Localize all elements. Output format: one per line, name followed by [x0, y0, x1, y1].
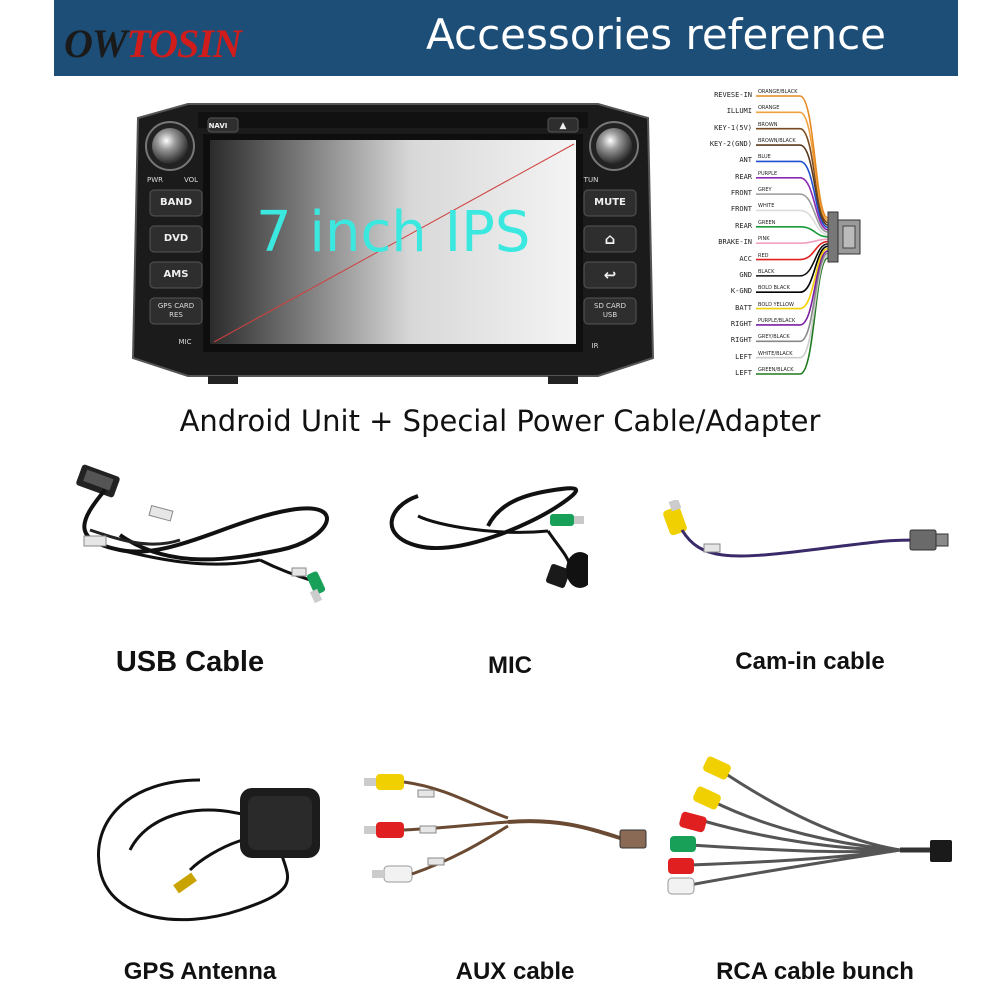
wire-label: FRONT	[730, 205, 752, 214]
sd-card-line1: SD CARD	[594, 302, 626, 310]
ir-sensor-label: IR	[591, 342, 599, 350]
mic-image	[378, 476, 594, 606]
wire-color-name: ORANGE/BLACK	[758, 89, 798, 95]
home-icon[interactable]: ⌂	[604, 230, 616, 248]
wiring-lines	[756, 95, 861, 375]
sd-card-line2: USB	[602, 311, 618, 319]
navi-button[interactable]: NAVI	[208, 122, 228, 130]
wire-color-name: BOLD YELLOW	[758, 301, 794, 308]
wire-line	[756, 226, 829, 238]
wire-color-name: ORANGE	[758, 105, 780, 112]
mute-button[interactable]: MUTE	[594, 197, 626, 208]
wire-label: KEY-2(GND)	[709, 140, 752, 149]
wire-label: BRAKE-IN	[718, 238, 752, 247]
caption-usb-cable: USB Cable	[115, 646, 265, 678]
cam-in-cable-image	[660, 498, 960, 580]
caption-aux-cable: AUX cable	[455, 958, 575, 985]
wire-line	[756, 240, 829, 261]
wire-label: REVESE-IN	[714, 91, 752, 99]
vol-label: VOL	[183, 176, 199, 184]
ams-button[interactable]: AMS	[163, 269, 189, 280]
eject-icon[interactable]: ▲	[559, 121, 567, 131]
wire-line	[756, 95, 829, 219]
tun-label: TUN	[583, 176, 599, 184]
wire-color-name: PINK	[758, 236, 770, 243]
wire-label: ANT	[739, 156, 752, 165]
wire-label: ILLUMI	[726, 107, 752, 116]
brand-prefix: OW	[64, 21, 127, 66]
wire-color-name: GREY	[758, 187, 772, 194]
wire-label: LEFT	[735, 369, 752, 377]
subtitle: Android Unit + Special Power Cable/Adapt…	[179, 404, 821, 438]
wiring-diagram: REVESE-IN ORANGE/BLACK ILLUMI ORANGE KEY-1(5…	[700, 89, 880, 382]
brand-logo: OWTOSIN	[64, 20, 242, 67]
aux-cable-image	[358, 768, 658, 888]
wire-line	[756, 250, 829, 326]
wire-color-name: WHITE	[758, 203, 775, 210]
wire-label: LEFT	[735, 352, 752, 361]
caption-mic: MIC	[488, 652, 532, 679]
wire-line	[756, 176, 829, 231]
wire-color-name: WHITE/BLACK	[758, 350, 793, 357]
wire-color-name: BLACK	[758, 268, 775, 275]
wire-color-name: BOLD BLACK	[758, 285, 790, 292]
wire-color-name: PURPLE/BLACK	[758, 317, 796, 324]
wire-color-name: GREY/BLACK	[758, 334, 790, 341]
wire-label: K-GND	[730, 287, 752, 296]
wire-line	[756, 144, 829, 226]
wire-label: ACC	[739, 254, 752, 263]
wire-label: GND	[739, 270, 752, 279]
caption-rca-cable-bunch: RCA cable bunch	[716, 958, 914, 985]
wire-label: REAR	[735, 221, 752, 230]
gps-card-line1: GPS CARD	[157, 302, 195, 310]
wire-line	[756, 238, 829, 244]
rca-cable-bunch-image	[660, 750, 960, 910]
caption-gps-antenna: GPS Antenna	[123, 958, 277, 985]
wire-color-name: PURPLE	[758, 170, 778, 177]
page-title: Accessories reference	[425, 10, 887, 59]
dvd-button[interactable]: DVD	[163, 233, 189, 244]
wire-label: FRONT	[730, 189, 752, 198]
pwr-label: PWR	[146, 176, 163, 184]
wire-line	[756, 127, 829, 224]
wire-line	[756, 243, 829, 277]
back-icon[interactable]: ↩	[603, 266, 617, 284]
wire-line	[756, 254, 829, 359]
wire-line	[756, 252, 829, 343]
gps-card-line2: RES	[169, 311, 183, 319]
usb-cable-image	[60, 460, 340, 620]
wire-line	[756, 245, 829, 294]
wire-color-name: BROWN/BLACK	[758, 138, 796, 145]
wire-line	[756, 247, 829, 310]
gps-antenna-image	[90, 760, 330, 930]
wire-line	[756, 193, 829, 233]
mic-port-label: MIC	[178, 338, 192, 346]
wire-line	[756, 111, 829, 222]
wire-color-name: BROWN	[758, 121, 778, 128]
wire-label: REAR	[735, 172, 752, 181]
brand-suffix: TOSIN	[126, 21, 241, 66]
wire-label: BATT	[735, 303, 752, 312]
wire-line	[756, 209, 829, 236]
wire-line	[756, 160, 829, 229]
caption-cam-in-cable: Cam-in cable	[735, 648, 885, 675]
wire-label: RIGHT	[730, 336, 752, 345]
head-unit-image	[131, 103, 655, 384]
wire-color-name: GREEN	[758, 219, 776, 226]
header-banner: OWTOSIN Accessories reference	[54, 0, 958, 76]
wire-label: KEY-1(5V)	[714, 123, 752, 132]
wire-label: RIGHT	[730, 319, 752, 328]
wire-color-name: RED	[758, 252, 769, 259]
wire-color-name: GREEN/BLACK	[758, 367, 794, 373]
wire-line	[756, 257, 829, 375]
band-button[interactable]: BAND	[159, 197, 193, 208]
screen-size-text: 7 inch IPS	[256, 200, 531, 265]
wire-color-name: BLUE	[758, 154, 771, 161]
android-head-unit: NAVI ▲ PWR VOL TUN BAND DVD AMS GPS CARD…	[128, 98, 658, 388]
